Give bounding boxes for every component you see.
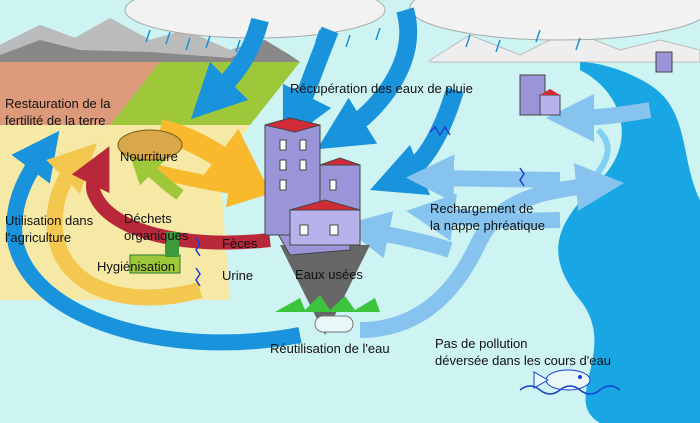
- reuse-tank-icon: [314, 315, 354, 333]
- urine-arc-arrow: [46, 143, 203, 306]
- grass-patch: [275, 295, 380, 312]
- mountains-right: [429, 29, 700, 63]
- distant-house-1: [519, 74, 561, 116]
- fish-icon: [533, 369, 591, 391]
- hygiene-pipe: [165, 232, 179, 257]
- hygiene-box: [129, 254, 181, 274]
- label-feces: Fèces: [222, 236, 258, 251]
- water-ripples: [519, 385, 621, 395]
- organic-waste-arrow: [127, 147, 184, 200]
- rain-arrows: [190, 7, 464, 196]
- label-rainwater: Récupération des eaux de pluie: [290, 81, 473, 96]
- label-reuse: Réutilisation de l'eau: [270, 341, 390, 356]
- label-hygiene: Hygiénisation: [97, 259, 176, 274]
- light-blue-arrows: [341, 93, 652, 338]
- cloud-right: [409, 0, 700, 41]
- label-wastewater: Eaux usées: [295, 267, 363, 282]
- reuse-arc-arrow: [6, 130, 302, 351]
- main-building: [264, 117, 361, 256]
- soil-zone: [0, 62, 160, 125]
- label-groundwater: Rechargement de la nappe phréatique: [430, 201, 545, 233]
- label-organic-waste: Déchets organiques: [124, 211, 189, 243]
- label-agriculture: Utilisation dans l'agriculture: [5, 213, 94, 245]
- distant-house-2: [655, 51, 673, 73]
- label-food: Nourriture: [120, 149, 178, 164]
- rain-streaks: [145, 27, 581, 53]
- feces-arc-arrow: [71, 146, 271, 250]
- river: [558, 62, 700, 423]
- zigzag-markers: [195, 125, 525, 287]
- label-fertility: Restauration de la fertilité de la terre: [5, 96, 111, 128]
- mountains-snow: [0, 18, 260, 58]
- label-urine: Urine: [222, 268, 254, 283]
- food-bale-icon: [117, 129, 183, 161]
- label-no-pollution: Pas de pollution déversée dans les cours…: [435, 336, 611, 368]
